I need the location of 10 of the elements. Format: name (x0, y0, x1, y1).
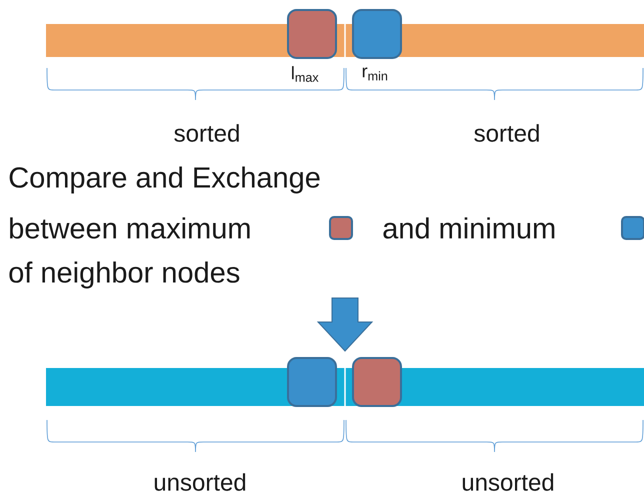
label: between maximum (10, 217, 250, 239)
label: of neighbor nodes (9, 261, 240, 289)
label: Compare and Exchange (10, 166, 320, 194)
label: sorted (474, 124, 539, 142)
label: and minimum (383, 217, 554, 239)
label: unsorted (462, 473, 554, 491)
label: l$_{max}$ (292, 66, 319, 82)
label: r$_{min}$ (362, 68, 388, 80)
label: sorted (174, 124, 239, 142)
label: unsorted (154, 473, 246, 491)
